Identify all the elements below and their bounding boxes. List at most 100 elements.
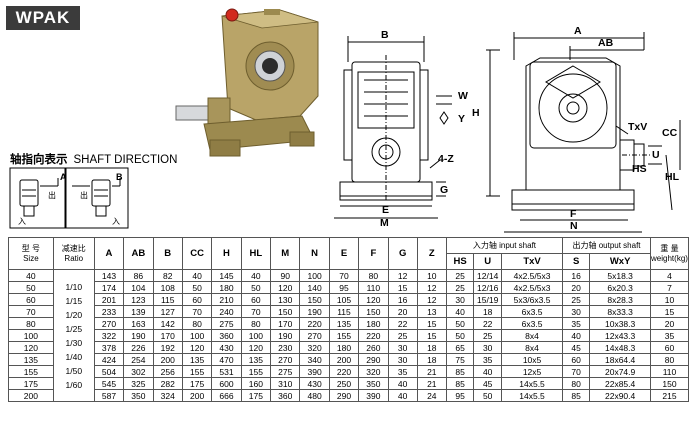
table-cell: 60 — [562, 353, 591, 366]
table-cell: 18x64.4 — [589, 353, 651, 366]
table-cell: 14x48.3 — [589, 341, 651, 354]
shaft-direction-cn: 轴指向表示 — [10, 154, 68, 166]
dim-G: G — [440, 184, 448, 196]
th-col: E — [328, 237, 360, 270]
table-cell: 123 — [123, 293, 154, 306]
table-cell: 290 — [328, 389, 360, 402]
table-cell: 340 — [299, 353, 330, 366]
table-cell: 22 — [473, 317, 503, 330]
table-cell: 40 — [387, 377, 418, 390]
table-cell: 430 — [299, 377, 330, 390]
table-cell: 320 — [358, 365, 389, 378]
table-cell: 8x28.3 — [589, 293, 651, 306]
table-cell: 50 — [445, 329, 475, 342]
th-weight-cn: 重 量 — [660, 243, 679, 253]
dim-A: A — [574, 25, 582, 37]
table-cell: 140 — [299, 281, 330, 294]
ratio-value: 1/30 — [65, 337, 83, 348]
table-cell: 45 — [562, 341, 591, 354]
table-cell: 220 — [299, 317, 330, 330]
table-cell: 215 — [649, 389, 690, 402]
dim-CC: CC — [662, 127, 678, 139]
table-cell: 70 — [562, 365, 591, 378]
table-cell: 350 — [123, 389, 154, 402]
table-cell: 40 — [387, 389, 418, 402]
direction-out-a: 出 — [48, 190, 56, 200]
table-cell: 40 — [240, 269, 272, 282]
th-col: HL — [240, 237, 272, 270]
table-cell: 30 — [445, 293, 475, 306]
th-size-en: Size — [23, 253, 39, 263]
table-cell: 155 — [8, 365, 54, 378]
table-cell: 192 — [152, 341, 183, 354]
table-cell: 233 — [93, 305, 125, 318]
table-cell: 320 — [299, 341, 330, 354]
table-cell: 15 — [416, 317, 447, 330]
table-cell: 15/19 — [473, 293, 503, 306]
table-cell: 6x3.5 — [501, 317, 564, 330]
table-cell: 115 — [328, 305, 360, 318]
table-cell: 40 — [8, 269, 54, 282]
table-cell: 135 — [8, 353, 54, 366]
table-cell: 85 — [562, 389, 591, 402]
table-cell: 120 — [270, 281, 301, 294]
th-input-col: TxV — [501, 253, 564, 270]
table-cell: 12 — [387, 269, 418, 282]
table-cell: 270 — [270, 353, 301, 366]
table-cell: 143 — [93, 269, 125, 282]
table-cell: 100 — [8, 329, 54, 342]
table-cell: 10 — [649, 293, 690, 306]
table-cell: 20 — [649, 317, 690, 330]
table-cell: 275 — [270, 365, 301, 378]
table-cell: 15 — [387, 281, 418, 294]
table-cell: 70 — [328, 269, 360, 282]
table-cell: 25 — [445, 269, 475, 282]
table-cell: 190 — [299, 305, 330, 318]
th-col: CC — [181, 237, 213, 270]
table-cell: 290 — [358, 353, 389, 366]
table-cell: 180 — [358, 317, 389, 330]
table-cell: 200 — [8, 389, 54, 402]
table-cell: 20x74.9 — [589, 365, 651, 378]
direction-label-b: B — [116, 172, 123, 182]
table-cell: 108 — [152, 281, 183, 294]
table-cell: 100 — [299, 269, 330, 282]
table-cell: 256 — [152, 365, 183, 378]
table-cell: 155 — [240, 365, 272, 378]
th-input-shaft: 入力轴 input shaft — [445, 237, 564, 254]
table-cell: 190 — [270, 329, 301, 342]
table-cell: 12 — [416, 281, 447, 294]
table-cell: 60 — [8, 293, 54, 306]
dim-HL: HL — [665, 171, 680, 183]
table-cell: 22 — [387, 317, 418, 330]
technical-drawings: B A AB W H Y TxV CC U HS HL 4-Z G E M F … — [9, 8, 681, 233]
table-cell: 35 — [562, 317, 591, 330]
table-cell: 175 — [8, 377, 54, 390]
table-cell: 378 — [93, 341, 125, 354]
table-cell: 12/16 — [473, 281, 503, 294]
th-weight-en: weight(kg) — [651, 253, 688, 263]
table-cell: 240 — [211, 305, 242, 318]
table-cell: 5x18.3 — [589, 269, 651, 282]
table-cell: 80 — [562, 377, 591, 390]
table-cell: 80 — [181, 317, 213, 330]
ratio-value: 1/20 — [65, 309, 83, 320]
table-cell: 22x90.4 — [589, 389, 651, 402]
table-cell: 4x2.5/5x3 — [501, 281, 564, 294]
table-cell: 12 — [416, 293, 447, 306]
direction-label-a: A — [60, 172, 67, 182]
table-cell: 170 — [270, 317, 301, 330]
table-cell: 120 — [181, 341, 213, 354]
ratio-value: 1/25 — [65, 323, 83, 334]
table-cell: 135 — [328, 317, 360, 330]
table-cell: 60 — [240, 293, 272, 306]
table-cell: 80 — [8, 317, 54, 330]
